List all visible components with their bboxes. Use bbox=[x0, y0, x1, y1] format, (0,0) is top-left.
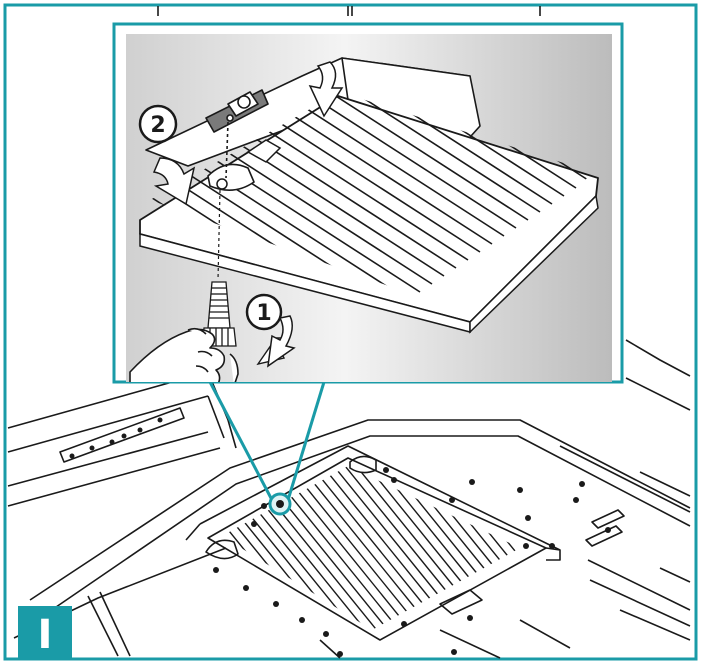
step-2-label: 2 bbox=[150, 113, 165, 138]
arrow-down-step1-main bbox=[267, 315, 296, 368]
hand bbox=[129, 327, 239, 382]
hood-drawing bbox=[7, 6, 691, 659]
section-letter: I bbox=[38, 612, 53, 658]
screw-holes bbox=[69, 417, 611, 657]
arrow-down-step2 bbox=[152, 157, 196, 206]
callout-target-screw bbox=[276, 500, 284, 508]
step-marker-1: 1 bbox=[245, 293, 283, 331]
section-badge bbox=[18, 606, 72, 658]
arrow-down-filter bbox=[308, 61, 344, 118]
main-filter-slats bbox=[222, 466, 520, 630]
step-1-label: 1 bbox=[256, 301, 271, 326]
outer-frame bbox=[3, 3, 698, 661]
callout-leader bbox=[208, 381, 326, 501]
screw bbox=[201, 189, 237, 347]
mounting-bracket bbox=[205, 89, 269, 179]
filter-housing bbox=[145, 57, 481, 167]
step-marker-2: 2 bbox=[138, 104, 178, 144]
